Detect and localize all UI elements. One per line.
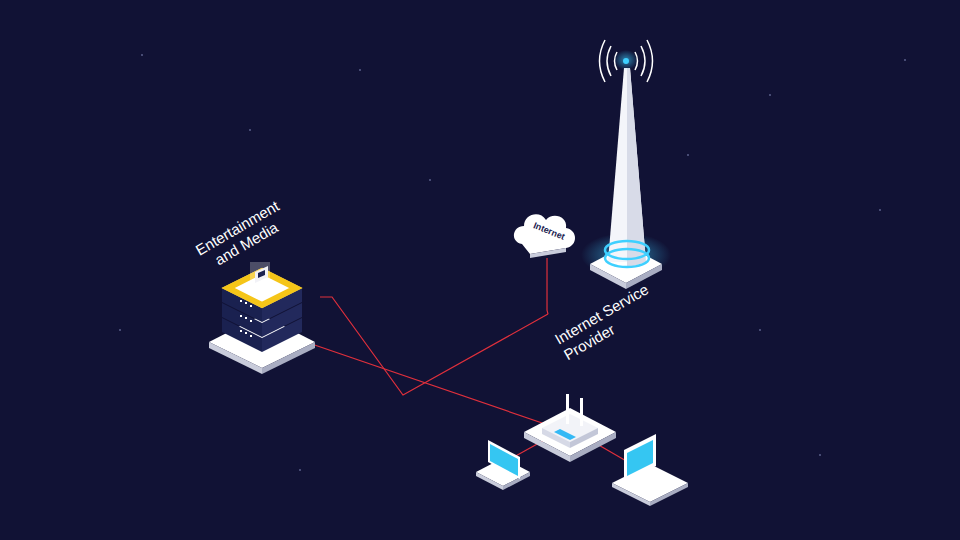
tower-illustration — [581, 40, 671, 289]
router-illustration — [524, 394, 616, 462]
node-label: Internet — [521, 216, 577, 247]
network-link — [546, 258, 548, 314]
network-link — [320, 297, 548, 395]
node-label: Internet Service Provider — [552, 268, 683, 364]
server-illustration — [209, 262, 315, 374]
server-node: Entertainment and Media — [180, 200, 320, 370]
node-label: Entertainment and Media — [186, 193, 298, 278]
tower-node: Internet Service Provider — [548, 236, 698, 366]
stars — [119, 54, 906, 471]
cloud-node: Internet — [515, 214, 579, 258]
laptop-illustration — [476, 434, 688, 506]
